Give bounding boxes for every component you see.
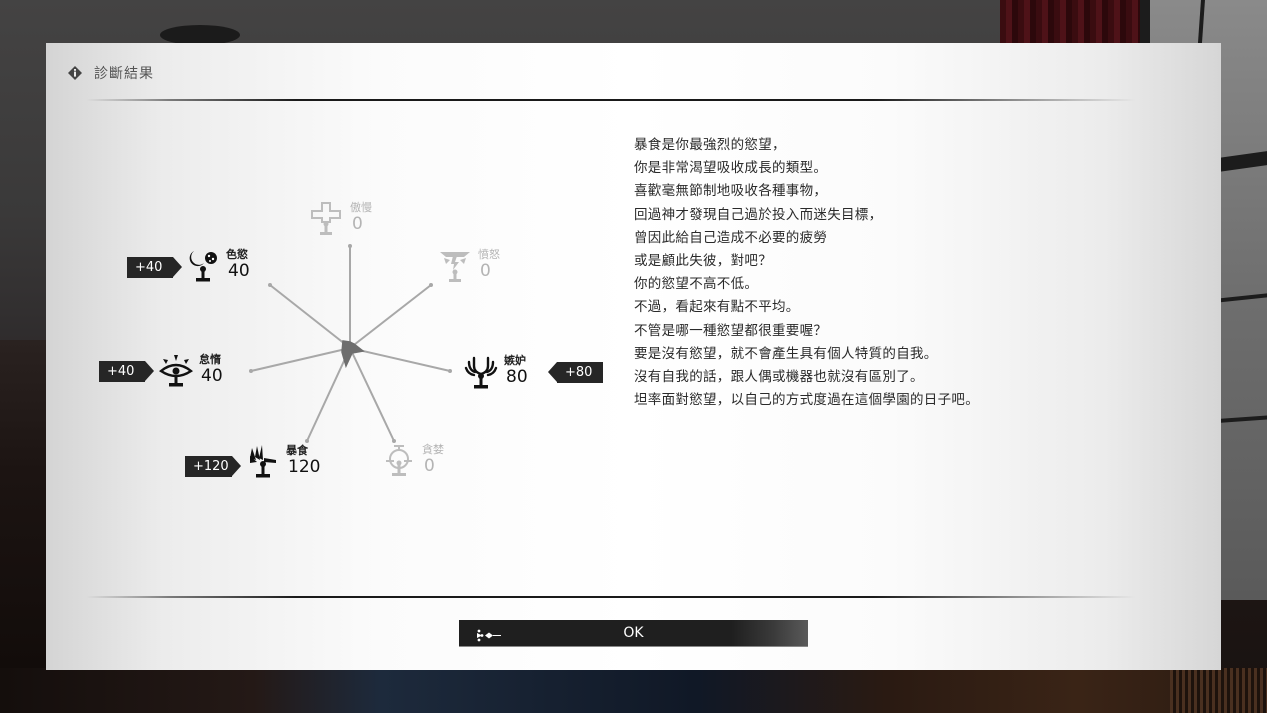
diagnosis-description: 暴食是你最強烈的慾望， 你是非常渴望吸收成長的類型。 喜歡毫無節制地吸收各種事物… <box>634 134 1114 412</box>
sin-value: 0 <box>352 214 363 234</box>
sin-radar-chart: 傲慢 0 憤怒 0 <box>46 43 1221 670</box>
sin-name: 色慾 <box>226 248 248 261</box>
sloth-eye-icon <box>159 353 193 389</box>
background-lamp <box>160 25 240 45</box>
background-floor <box>0 668 1267 713</box>
description-line: 不管是哪一種慾望都很重要喔？ <box>634 322 828 339</box>
background-curtain <box>1000 0 1145 44</box>
sin-envy: 嫉妒 80 <box>464 354 528 390</box>
info-diamond-icon <box>68 66 82 80</box>
description-line: 要是沒有慾望，就不會產生具有個人特質的自我。 <box>634 345 938 362</box>
description-line: 回過神才發現自己過於投入而迷失目標， <box>634 206 883 223</box>
sin-sloth: 怠惰 40 <box>159 353 223 389</box>
envy-antlers-icon <box>464 354 498 390</box>
sin-value: 0 <box>480 261 491 281</box>
gluttony-bonus-tag: +120 <box>185 456 241 477</box>
sin-pride: 傲慢 0 <box>310 201 372 237</box>
sin-value: 120 <box>288 457 321 477</box>
lust-moon-icon <box>186 248 220 284</box>
description-line: 坦率面對慾望，以自己的方式度過在這個學園的日子吧。 <box>634 392 979 409</box>
header-divider <box>86 99 1136 101</box>
description-line: 不過，看起來有點不平均。 <box>634 299 800 316</box>
sin-name: 暴食 <box>286 444 308 457</box>
sin-name: 嫉妒 <box>504 354 526 367</box>
sin-lust: 色慾 40 <box>186 248 250 284</box>
description-line: 你的慾望不高不低。 <box>634 276 759 293</box>
radar-value-polygon <box>341 340 365 369</box>
envy-bonus-tag: +80 <box>548 362 603 383</box>
background-railing <box>1170 668 1267 713</box>
sin-wrath: 憤怒 0 <box>438 248 500 284</box>
dialog-title: 診斷結果 <box>94 66 154 82</box>
lust-bonus-tag: +40 <box>127 257 182 278</box>
description-line: 沒有自我的話，跟人偶或機器也就沒有區別了。 <box>634 369 924 386</box>
ornament-arrow-icon <box>475 627 501 642</box>
sin-value: 0 <box>424 456 435 476</box>
sin-name: 怠惰 <box>199 353 221 366</box>
description-line: 曾因此給自己造成不必要的疲勞 <box>634 229 828 246</box>
pride-cross-icon <box>310 201 344 237</box>
dialog-header: 診斷結果 <box>68 62 154 84</box>
sin-value: 40 <box>228 261 250 281</box>
radar-axes <box>249 244 452 443</box>
sin-name: 貪婪 <box>422 443 444 456</box>
sin-greed: 貪婪 0 <box>382 443 444 479</box>
sin-value: 40 <box>201 366 223 386</box>
greed-hook-icon <box>382 443 416 479</box>
sin-value: 80 <box>506 367 528 387</box>
gluttony-fan-icon <box>246 444 280 480</box>
description-line: 暴食是你最強烈的慾望， <box>634 137 786 153</box>
description-line: 或是顧此失彼，對吧？ <box>634 253 772 270</box>
ok-button[interactable]: OK <box>459 620 808 647</box>
sin-name: 傲慢 <box>350 201 372 214</box>
sin-name: 憤怒 <box>478 248 500 261</box>
sin-gluttony: 暴食 120 <box>246 444 320 480</box>
sloth-bonus-tag: +40 <box>99 361 154 382</box>
ok-button-label: OK <box>623 625 644 641</box>
description-line: 你是非常渴望吸收成長的類型。 <box>634 160 828 177</box>
diagnosis-dialog: 診斷結果 <box>46 43 1221 670</box>
wrath-lightning-icon <box>438 248 472 284</box>
background-wood-panel <box>0 340 46 670</box>
footer-divider <box>86 596 1136 598</box>
description-line: 喜歡毫無節制地吸收各種事物， <box>634 183 828 200</box>
